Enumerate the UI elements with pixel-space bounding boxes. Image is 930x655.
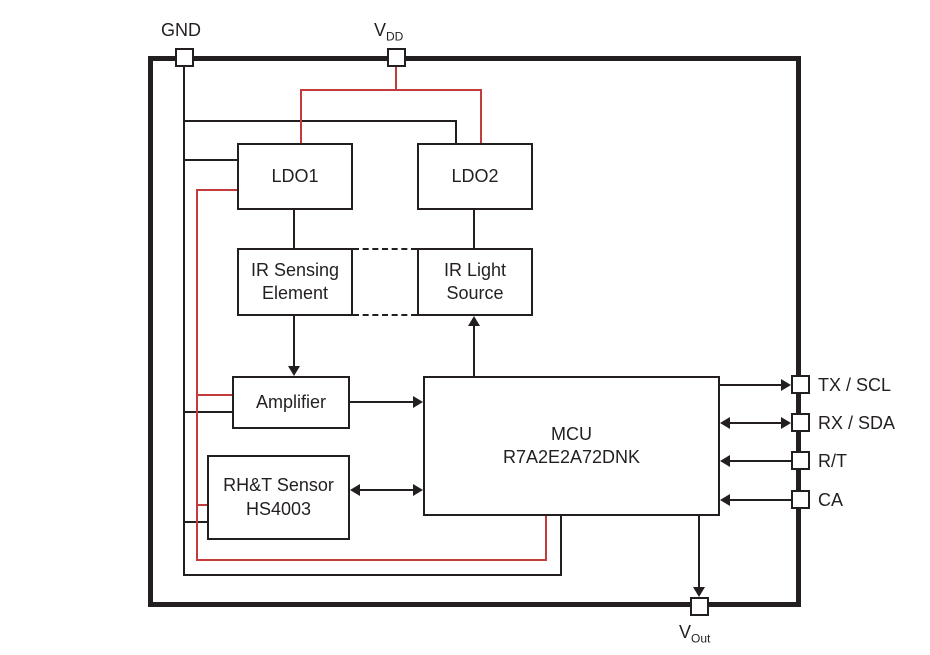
- wire-gnd-amplifier-stub: [183, 411, 232, 413]
- ir-light-label-line2: Source: [446, 283, 504, 303]
- vout-label-main: V: [679, 622, 692, 642]
- mcu-label-line2: R7A2E2A72DNK: [502, 447, 641, 467]
- block-ldo2: LDO2: [417, 143, 533, 210]
- arrowhead-to-mcu-from-ca: [720, 494, 730, 506]
- arrowhead-to-mcu-from-rt: [720, 455, 730, 467]
- rt-pin: [791, 451, 810, 470]
- wire-mcu-tx: [720, 384, 782, 386]
- wire-ldo1-ir-sensing: [293, 210, 295, 248]
- wire-gnd-ldo2-drop: [455, 120, 457, 144]
- tx-scl-pin-label: TX / SCL: [818, 375, 892, 395]
- wire-gnd-ldo1-stub: [183, 159, 237, 161]
- wire-rt-mcu: [729, 460, 791, 462]
- vdd-pin: [387, 48, 406, 67]
- arrowhead-to-rx-pin: [781, 417, 791, 429]
- arrowhead-to-ir-light: [468, 316, 480, 326]
- wire-vdd-top-bus: [300, 89, 482, 91]
- ldo2-label: LDO2: [451, 165, 499, 186]
- arrowhead-to-mcu-from-rx: [720, 417, 730, 429]
- block-amplifier: Amplifier: [232, 376, 350, 429]
- wire-gnd-top-bus: [183, 120, 457, 122]
- gnd-pin-label: GND: [161, 20, 201, 40]
- wire-vdd-ldo2: [480, 89, 482, 143]
- block-ir-light-source: IR Light Source: [417, 248, 533, 316]
- gnd-pin: [175, 48, 194, 67]
- wire-amplifier-mcu: [350, 401, 414, 403]
- block-mcu: MCU R7A2E2A72DNK: [423, 376, 720, 516]
- vout-label-sub: Out: [691, 631, 711, 646]
- wire-power-ldo1-stub: [196, 189, 237, 191]
- arrowhead-to-mcu-from-rht: [413, 484, 423, 496]
- wire-power-left-rail: [196, 189, 198, 561]
- tx-scl-pin: [791, 375, 810, 394]
- wire-ir-sensing-amplifier: [293, 316, 295, 368]
- wire-mcu-vout: [698, 516, 700, 588]
- wire-mcu-ir-light: [473, 325, 475, 376]
- block-rht-sensor: RH&T Sensor HS4003: [207, 455, 350, 540]
- wire-gnd-bottom-bus: [183, 574, 562, 576]
- wire-gnd-left-rail: [183, 66, 185, 576]
- wire-power-rht-stub: [196, 504, 207, 506]
- arrowhead-to-mcu-from-amplifier: [413, 396, 423, 408]
- wire-mcu-rx: [729, 422, 782, 424]
- wire-gnd-rht-stub: [183, 521, 207, 523]
- optical-path-dashed-connector: [353, 248, 417, 316]
- mcu-label-line1: MCU: [551, 423, 592, 444]
- vout-pin-label: VOut: [679, 622, 710, 646]
- ca-pin-label: CA: [818, 490, 844, 510]
- wire-rht-mcu: [359, 489, 414, 491]
- vdd-label-sub: DD: [386, 29, 404, 44]
- vdd-label-main: V: [374, 20, 387, 40]
- vdd-pin-label: VDD: [374, 20, 403, 44]
- wire-vdd-drop: [395, 66, 397, 90]
- rx-sda-pin-label: RX / SDA: [818, 413, 896, 433]
- wire-gnd-mcu-riser: [560, 516, 562, 576]
- ca-pin: [791, 490, 810, 509]
- vout-pin: [690, 597, 709, 616]
- arrowhead-to-vout: [693, 587, 705, 597]
- rt-pin-label: R/T: [818, 451, 847, 471]
- rht-sensor-label-line1: RH&T Sensor: [223, 475, 334, 496]
- wire-power-amplifier-stub: [196, 394, 232, 396]
- block-ir-sensing-element: IR Sensing Element: [237, 248, 353, 316]
- block-ldo1: LDO1: [237, 143, 353, 210]
- wire-vdd-ldo1: [300, 89, 302, 143]
- wire-ldo2-ir-light: [473, 210, 475, 248]
- rx-sda-pin: [791, 413, 810, 432]
- wire-power-bottom-bus: [196, 559, 547, 561]
- arrowhead-to-tx-pin: [781, 379, 791, 391]
- ir-sensing-label-line1: IR Sensing: [250, 259, 340, 280]
- wire-ca-mcu: [729, 499, 791, 501]
- module-boundary: [148, 56, 801, 607]
- ir-sensing-label-line2: Element: [261, 283, 329, 303]
- rht-sensor-label-line2: HS4003: [245, 498, 312, 519]
- arrowhead-to-amplifier: [288, 366, 300, 376]
- ldo1-label: LDO1: [271, 165, 319, 186]
- amplifier-label: Amplifier: [255, 391, 326, 412]
- wire-power-mcu-riser: [545, 516, 547, 561]
- arrowhead-to-rht-from-mcu: [350, 484, 360, 496]
- ir-light-label-line1: IR Light: [443, 259, 507, 280]
